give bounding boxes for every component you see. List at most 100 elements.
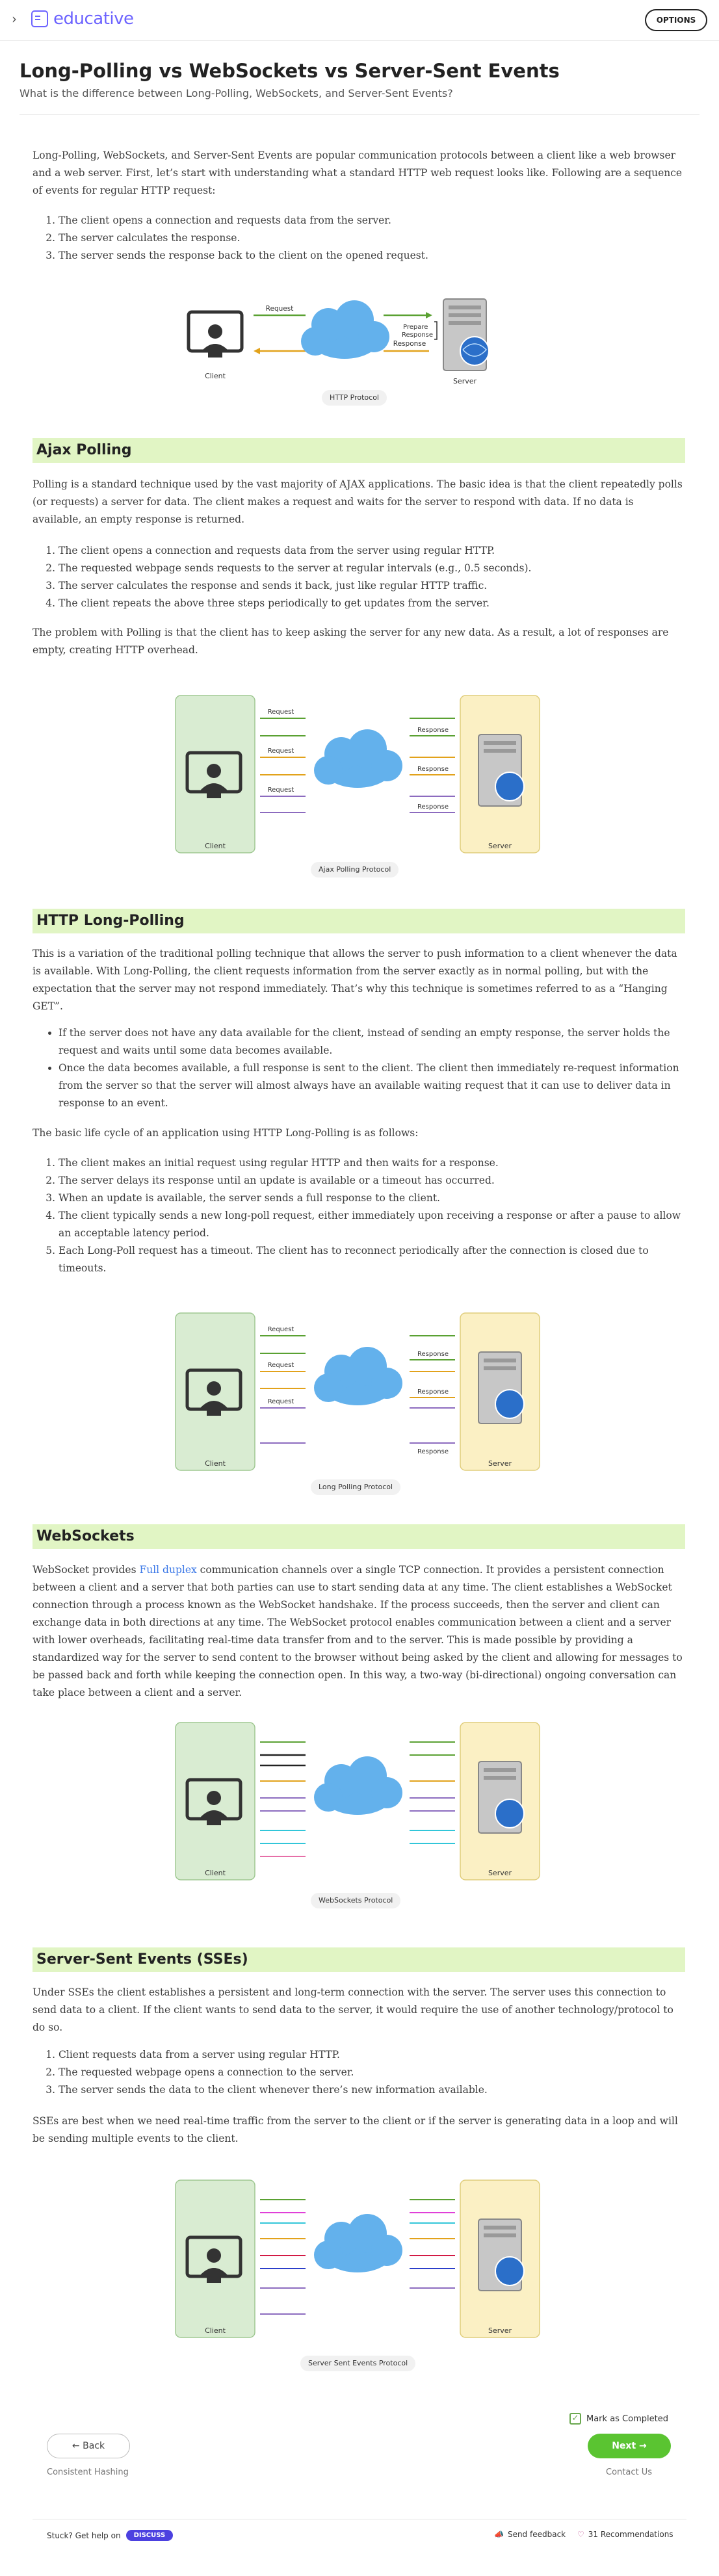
diagram-caption: Server Sent Events Protocol: [300, 2356, 416, 2371]
logo-icon: [31, 10, 48, 27]
long-polling-diagram: Client Request Request Request Response …: [175, 1312, 540, 1471]
server-label: Server: [453, 377, 477, 385]
cloud-icon: [314, 729, 402, 788]
recommendations-label: 31 Recommendations: [588, 2530, 673, 2539]
next-label: Next: [612, 2441, 636, 2451]
response-label: Response: [393, 340, 426, 348]
page-title: Long-Polling vs WebSockets vs Server-Sen…: [20, 60, 560, 82]
client-computer-icon: [185, 2235, 242, 2283]
sse-paragraph: Under SSEs the client establishes a pers…: [33, 1986, 673, 2033]
section-heading-long-polling: HTTP Long-Polling: [33, 909, 685, 933]
request-label: Request: [268, 1398, 294, 1405]
request-label: Request: [268, 1362, 294, 1369]
full-duplex-link[interactable]: Full duplex: [139, 1564, 197, 1576]
request-label: Request: [266, 305, 294, 313]
discuss-button[interactable]: DISCUSS: [125, 2530, 174, 2541]
list-item: Each Long-Poll request has a timeout. Th…: [59, 1242, 683, 1277]
server-icon: [443, 298, 490, 371]
list-item: The server sends the data to the client …: [59, 2081, 683, 2099]
sse-paragraph-2: SSEs are best when we need real-time tra…: [33, 2115, 678, 2144]
prepare-response-label: Response: [402, 332, 433, 339]
server-icon: [478, 2218, 525, 2291]
client-computer-icon: [185, 1368, 242, 1416]
longpoll-bullets: If the server does not have any data ava…: [33, 1024, 683, 1112]
client-label: Client: [205, 1459, 226, 1468]
client-label: Client: [205, 842, 226, 850]
arrow-left-icon: ←: [72, 2441, 83, 2451]
back-label: Back: [83, 2441, 105, 2451]
server-icon: [478, 1351, 525, 1424]
client-computer-icon: [187, 310, 244, 358]
http-protocol-diagram: Client Request Response Prepare Response…: [187, 298, 490, 385]
options-button[interactable]: OPTIONS: [645, 9, 707, 31]
websockets-diagram: Client Server: [175, 1722, 540, 1880]
diagram-caption: Ajax Polling Protocol: [311, 862, 399, 878]
top-bar: › educative OPTIONS: [0, 0, 719, 41]
client-computer-icon: [185, 1778, 242, 1825]
list-item: The client opens a connection and reques…: [59, 212, 683, 229]
response-label: Response: [417, 766, 449, 773]
ajax-paragraph: Polling is a standard technique used by …: [33, 478, 683, 525]
response-label: Response: [417, 1448, 449, 1455]
recommendations-link[interactable]: ♡ 31 Recommendations: [577, 2530, 673, 2539]
list-item: The server calculates the response and s…: [59, 577, 683, 595]
longpoll-paragraph-2: The basic life cycle of an application u…: [33, 1127, 419, 1139]
section-heading-ajax-polling: Ajax Polling: [33, 438, 685, 463]
ajax-polling-diagram: Client Request Request Request Response …: [175, 695, 540, 853]
cloud-icon: [301, 300, 389, 359]
divider: [20, 114, 699, 115]
page-subtitle: What is the difference between Long-Poll…: [20, 87, 453, 99]
response-label: Response: [417, 727, 449, 734]
mark-completed-label: Mark as Completed: [586, 2413, 668, 2424]
cloud-icon: [314, 1756, 402, 1815]
back-button[interactable]: ← Back: [47, 2434, 130, 2458]
client-label: Client: [205, 372, 226, 380]
cloud-icon: [314, 1347, 402, 1405]
next-button[interactable]: Next →: [588, 2434, 671, 2458]
megaphone-icon: 📣: [494, 2530, 504, 2539]
response-label: Response: [417, 1388, 449, 1396]
stuck-label: Stuck? Get help on: [47, 2530, 121, 2540]
checkbox-icon[interactable]: ✓: [569, 2413, 581, 2425]
request-label: Request: [268, 787, 294, 794]
server-icon: [478, 1761, 525, 1834]
next-lesson-link[interactable]: Contact Us: [606, 2467, 652, 2477]
request-label: Request: [268, 748, 294, 755]
send-feedback-link[interactable]: 📣 Send feedback: [494, 2530, 566, 2539]
list-item: The requested webpage opens a connection…: [59, 2064, 683, 2081]
list-item: The server sends the response back to th…: [59, 247, 683, 265]
list-item: Client requests data from a server using…: [59, 2046, 683, 2064]
intro-list: The client opens a connection and reques…: [33, 212, 683, 265]
previous-lesson-link[interactable]: Consistent Hashing: [47, 2467, 129, 2477]
help-bar: Stuck? Get help on DISCUSS: [47, 2530, 174, 2541]
request-label: Request: [268, 709, 294, 716]
diagram-caption: Long Polling Protocol: [311, 1479, 401, 1495]
prepare-label: Prepare: [403, 324, 428, 331]
list-item: If the server does not have any data ava…: [59, 1024, 683, 1060]
send-feedback-label: Send feedback: [507, 2530, 566, 2539]
server-label: Server: [488, 1459, 512, 1468]
diagram-caption: HTTP Protocol: [322, 390, 387, 406]
section-heading-websockets: WebSockets: [33, 1524, 685, 1549]
logo-text: educative: [53, 9, 134, 29]
longpoll-list: The client makes an initial request usin…: [33, 1154, 683, 1277]
sse-diagram: Client Server: [175, 2179, 540, 2338]
response-label: Response: [417, 803, 449, 811]
server-label: Server: [488, 2326, 512, 2335]
request-label: Request: [268, 1326, 294, 1333]
websockets-paragraph: WebSocket provides Full duplex communica…: [33, 1564, 683, 1698]
ajax-paragraph-2: The problem with Polling is that the cli…: [33, 627, 669, 656]
chevron-right-icon[interactable]: ›: [12, 11, 17, 27]
diagram-caption: WebSockets Protocol: [311, 1893, 401, 1908]
cloud-icon: [314, 2214, 402, 2272]
list-item: The client makes an initial request usin…: [59, 1154, 683, 1172]
list-item: The requested webpage sends requests to …: [59, 560, 683, 577]
server-label: Server: [488, 842, 512, 850]
mark-as-completed[interactable]: ✓ Mark as Completed: [569, 2413, 668, 2425]
sse-list: Client requests data from a server using…: [33, 2046, 683, 2099]
longpoll-paragraph: This is a variation of the traditional p…: [33, 948, 677, 1012]
client-computer-icon: [185, 751, 242, 798]
educative-logo[interactable]: educative: [31, 9, 134, 29]
list-item: The client opens a connection and reques…: [59, 542, 683, 560]
list-item: Once the data becomes available, a full …: [59, 1060, 683, 1112]
